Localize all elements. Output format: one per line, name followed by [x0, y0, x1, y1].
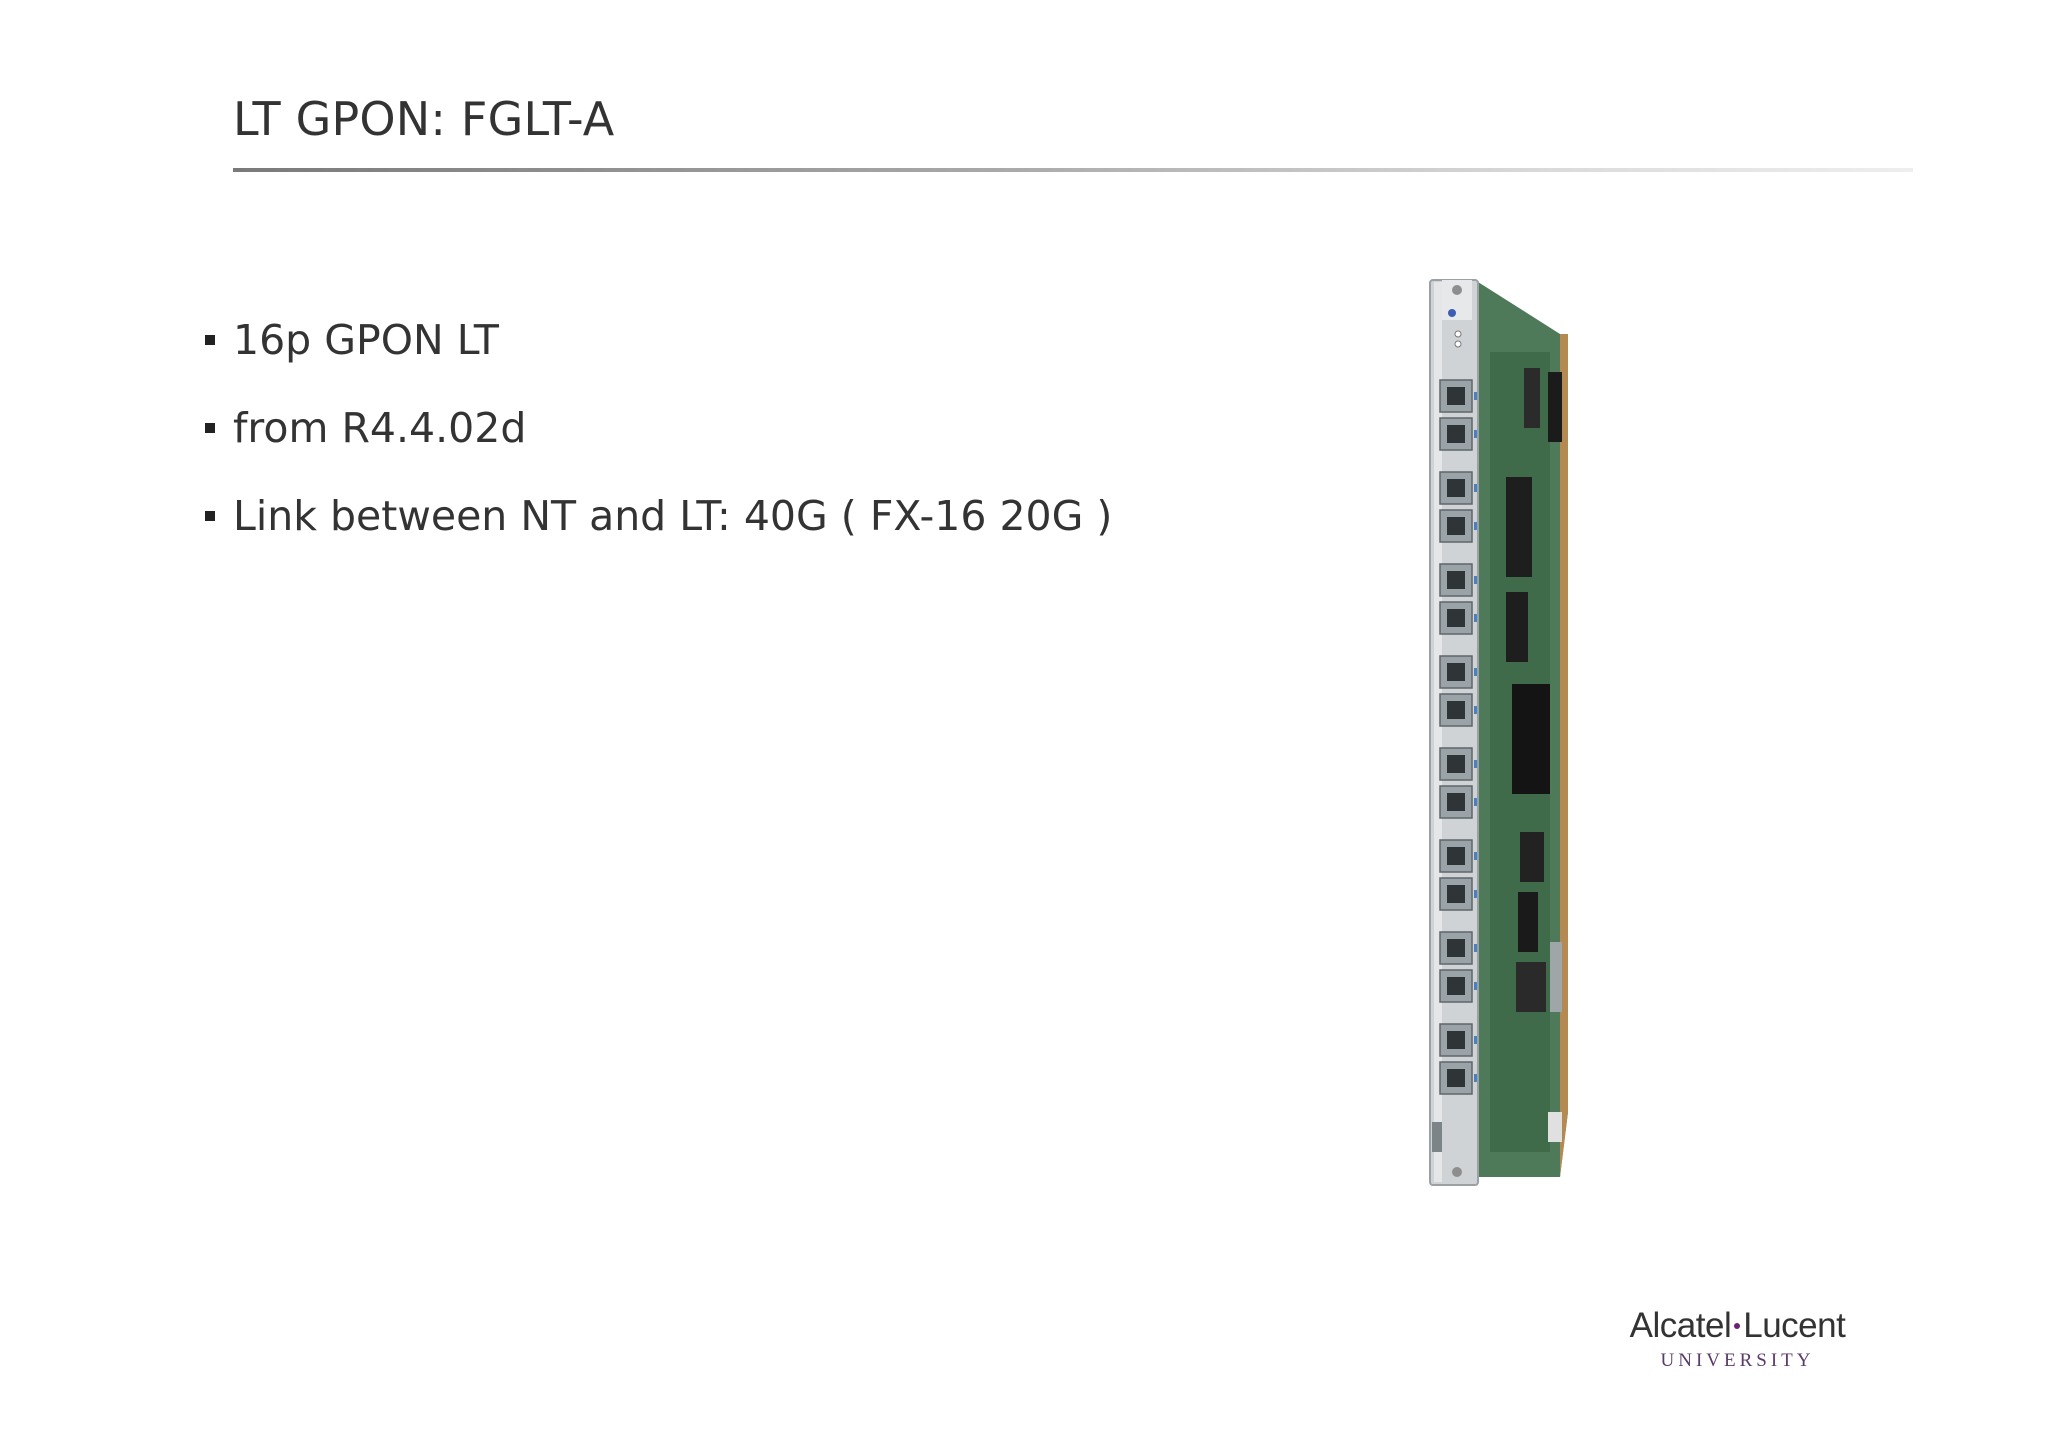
port-led: [1474, 1036, 1477, 1044]
bullet-text: from R4.4.02d: [233, 404, 527, 452]
sfp-port-opening: [1447, 387, 1465, 405]
sfp-port-opening: [1447, 977, 1465, 995]
port-led: [1474, 944, 1477, 952]
bullet-square-icon: [205, 423, 215, 433]
sfp-port: [1439, 839, 1473, 873]
port-led: [1474, 982, 1477, 990]
sfp-port-opening: [1447, 885, 1465, 903]
logo-word-left: Alcatel: [1629, 1306, 1732, 1345]
port-led: [1474, 484, 1477, 492]
bullet-text: Link between NT and LT: 40G ( FX-16 20G …: [233, 492, 1113, 540]
port-led: [1474, 798, 1477, 806]
port-led: [1474, 430, 1477, 438]
bullet-square-icon: [205, 511, 215, 521]
title-divider: [233, 168, 1913, 172]
port-led: [1474, 1074, 1477, 1082]
sfp-port-opening: [1447, 1031, 1465, 1049]
logo-wordmark: Alcatel Lucent: [1620, 1306, 1855, 1346]
sfp-port-opening: [1447, 939, 1465, 957]
port-led: [1474, 576, 1477, 584]
sfp-port-opening: [1447, 663, 1465, 681]
bullet-item: from R4.4.02d: [205, 384, 1112, 472]
sfp-port-opening: [1447, 479, 1465, 497]
sfp-port-opening: [1447, 571, 1465, 589]
logo-word-right: Lucent: [1743, 1306, 1846, 1345]
bullet-list: 16p GPON LT from R4.4.02d Link between N…: [205, 296, 1112, 560]
sfp-ports: [1439, 379, 1477, 1095]
port-led: [1474, 760, 1477, 768]
sfp-port-opening: [1447, 755, 1465, 773]
sfp-port: [1439, 601, 1473, 635]
port-led: [1474, 614, 1477, 622]
sfp-port-opening: [1447, 701, 1465, 719]
line-card-drawing: [1429, 279, 1568, 1186]
port-led: [1474, 392, 1477, 400]
logo-dot-icon: [1734, 1322, 1741, 1329]
bullet-square-icon: [205, 335, 215, 345]
port-led: [1474, 522, 1477, 530]
sfp-port-opening: [1447, 517, 1465, 535]
sfp-port-opening: [1447, 793, 1465, 811]
port-led: [1474, 706, 1477, 714]
sfp-port-opening: [1447, 1069, 1465, 1087]
sfp-port-opening: [1447, 609, 1465, 627]
port-led: [1474, 890, 1477, 898]
sfp-port: [1439, 931, 1473, 965]
bullet-text: 16p GPON LT: [233, 316, 499, 364]
alcatel-lucent-logo: Alcatel Lucent UNIVERSITY: [1620, 1306, 1855, 1372]
sfp-port-opening: [1447, 425, 1465, 443]
bullet-item: Link between NT and LT: 40G ( FX-16 20G …: [205, 472, 1112, 560]
sfp-port-opening: [1447, 847, 1465, 865]
slide-title: LT GPON: FGLT-A: [233, 92, 615, 146]
bullet-item: 16p GPON LT: [205, 296, 1112, 384]
line-card-image: [1420, 272, 1580, 1212]
port-led: [1474, 852, 1477, 860]
logo-subtitle: UNIVERSITY: [1660, 1350, 1815, 1371]
port-led: [1474, 668, 1477, 676]
